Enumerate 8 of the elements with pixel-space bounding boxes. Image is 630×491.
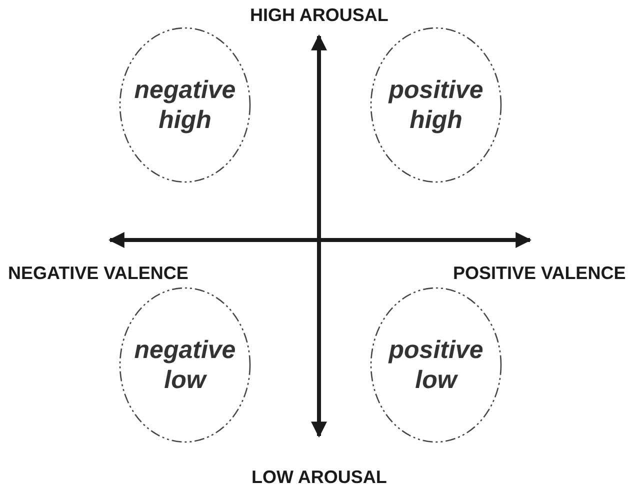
quadrant-label: negative low: [133, 335, 237, 395]
axis-label: HIGH AROUSAL: [250, 4, 388, 26]
quadrant-label: positive low: [387, 335, 484, 395]
quadrant-label: negative high: [133, 75, 237, 135]
axis-label: POSITIVE VALENCE: [453, 262, 626, 284]
axis-label: LOW AROUSAL: [252, 466, 387, 488]
quadrant-label: positive high: [387, 75, 484, 135]
axis-label: NEGATIVE VALENCE: [8, 262, 188, 284]
